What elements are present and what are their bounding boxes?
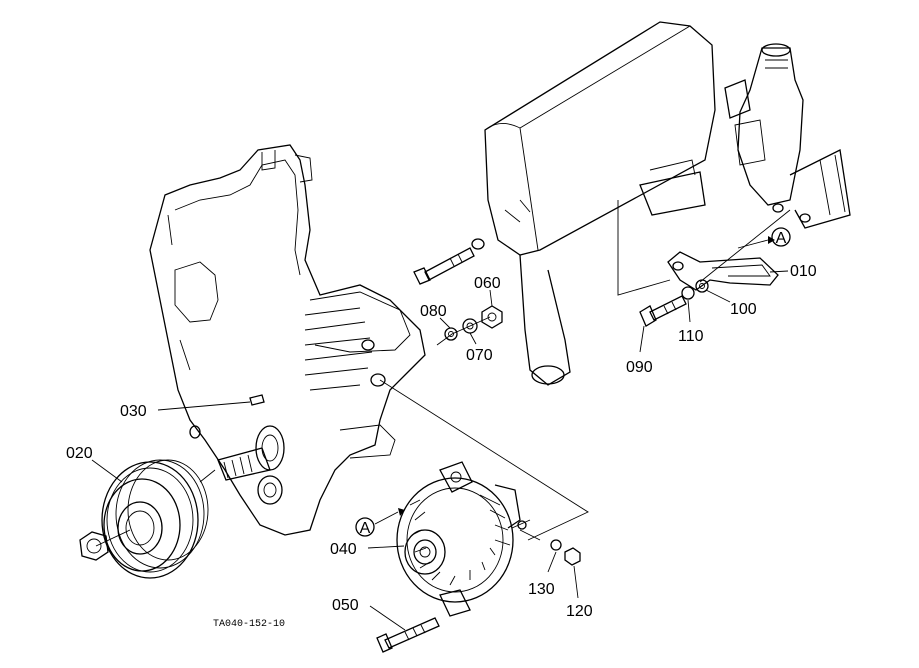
part-label-010[interactable]: 010: [769, 263, 817, 280]
part-label-050[interactable]: 050: [332, 597, 406, 631]
svg-text:090: 090: [626, 359, 653, 376]
svg-text:100: 100: [730, 301, 757, 318]
bolt-icon: [376, 238, 687, 653]
svg-text:050: 050: [332, 597, 359, 614]
part-label-120[interactable]: 120: [566, 565, 593, 620]
part-label-070[interactable]: 070: [466, 332, 493, 364]
svg-text:130: 130: [528, 581, 555, 598]
part-label-020[interactable]: 020: [66, 445, 123, 483]
callout-label: A: [776, 230, 787, 247]
svg-text:010: 010: [790, 263, 817, 280]
part-label-040[interactable]: 040: [330, 541, 405, 558]
drawing-code: TA040-152-10: [213, 619, 285, 630]
gear-case-icon: [149, 144, 426, 536]
svg-text:030: 030: [120, 403, 147, 420]
part-label-100[interactable]: 100: [705, 289, 757, 318]
washer-icon: [444, 279, 709, 551]
svg-text:060: 060: [474, 275, 501, 292]
alternator-icon: [396, 461, 541, 617]
svg-text:040: 040: [330, 541, 357, 558]
svg-text:080: 080: [420, 303, 447, 320]
svg-text:020: 020: [66, 445, 93, 462]
assembly-lines: [95, 200, 791, 547]
part-label-060[interactable]: 060: [474, 275, 501, 307]
svg-text:070: 070: [466, 347, 493, 364]
muffler-icon: [484, 21, 716, 386]
adjusting-bracket-icon: [667, 251, 779, 291]
svg-text:110: 110: [678, 328, 704, 345]
part-label-030[interactable]: 030: [120, 394, 265, 420]
callout-marker-a-bottom[interactable]: A: [355, 508, 405, 537]
nut-icon: [79, 531, 109, 561]
callout-marker-a-top[interactable]: A: [737, 227, 791, 249]
part-label-090[interactable]: 090: [626, 325, 653, 376]
part-label-110[interactable]: 110: [678, 299, 704, 345]
part-label-130[interactable]: 130: [528, 551, 557, 598]
svg-text:120: 120: [566, 603, 593, 620]
callout-label: A: [360, 520, 371, 537]
crank-pulley-icon: [101, 459, 209, 579]
part-label-080[interactable]: 080: [420, 303, 451, 329]
thermostat-housing-icon: [724, 43, 851, 229]
